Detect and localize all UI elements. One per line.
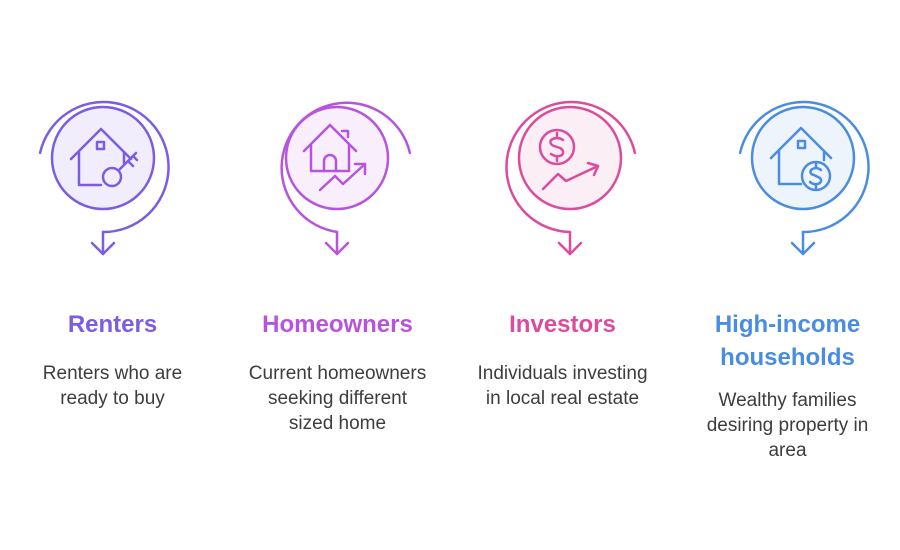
chevron-down-icon — [324, 241, 350, 256]
high-income-badge — [738, 100, 870, 256]
segment-title: Renters — [67, 311, 158, 338]
renters-badge — [38, 100, 170, 256]
high-income-ring-arc — [738, 100, 870, 234]
investors-ring-arc — [505, 100, 637, 234]
dollar-growth-icon — [538, 128, 600, 191]
segment-description: Current homeowners seeking different siz… — [248, 363, 427, 434]
segment-title: Investors — [509, 311, 616, 338]
segment-description: Renters who are ready to buy — [42, 363, 183, 409]
chevron-down-icon — [557, 241, 583, 256]
segment-title: High-income households — [714, 311, 861, 371]
segment-high-income: High-income households Wealthy families … — [675, 0, 900, 550]
house-growth-icon — [302, 123, 367, 192]
chevron-down-icon — [790, 241, 816, 256]
segment-investors: Investors Individuals investing in local… — [450, 0, 675, 550]
homeowners-inner-circle — [284, 105, 390, 211]
segment-title: Homeowners — [262, 311, 413, 338]
house-key-icon — [69, 127, 139, 188]
investors-badge — [505, 100, 637, 256]
high-income-inner-circle — [750, 105, 856, 211]
segment-description: Individuals investing in local real esta… — [477, 363, 648, 409]
house-dollar-icon — [769, 126, 833, 192]
homeowners-badge — [280, 101, 412, 256]
segment-description: Wealthy families desiring property in ar… — [706, 390, 869, 461]
segment-renters: Renters Renters who are ready to buy — [0, 0, 225, 550]
renters-ring-arc — [38, 100, 170, 234]
chevron-down-icon — [90, 241, 116, 256]
segment-homeowners: Homeowners Current homeowners seeking di… — [225, 0, 450, 550]
renters-inner-circle — [50, 105, 156, 211]
